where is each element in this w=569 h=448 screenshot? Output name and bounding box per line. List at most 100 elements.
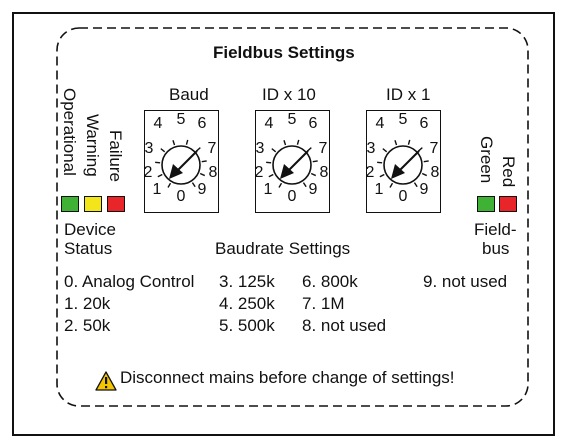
- dial-tick: [185, 139, 189, 145]
- dial-digit: 6: [198, 115, 207, 132]
- led-label-warning: Warning: [83, 114, 102, 177]
- led-label-operational: Operational: [60, 88, 79, 176]
- dial-digit: 6: [309, 115, 318, 132]
- dial-tick: [413, 182, 418, 188]
- dial-digit: 3: [367, 140, 376, 157]
- dial-digit: 4: [265, 115, 274, 132]
- baud-item: 6. 800k: [302, 272, 358, 291]
- dial-tick: [199, 172, 206, 177]
- led-label-failure: Failure: [106, 130, 125, 182]
- dial-tick: [394, 140, 398, 146]
- dial-digit: 7: [208, 140, 217, 157]
- switch-label-baud: Baud: [169, 85, 209, 104]
- dial-digit: 9: [420, 181, 429, 198]
- dial-digit: 8: [209, 164, 218, 181]
- dial-tick: [157, 173, 163, 178]
- fieldbus-status-line2: bus: [482, 239, 510, 258]
- device-status-line2: Status: [64, 239, 113, 258]
- dial-tick: [201, 160, 207, 163]
- baud-item: 5. 500k: [219, 316, 275, 335]
- dial-tick: [389, 182, 394, 188]
- dial-digit: 1: [153, 181, 162, 198]
- baud-item: 0. Analog Control: [64, 272, 195, 291]
- dial-tick: [160, 148, 166, 153]
- dial-digit: 4: [376, 115, 385, 132]
- dial-digit: 1: [264, 181, 273, 198]
- baud-item: 8. not used: [302, 316, 387, 335]
- dial-tick: [382, 148, 388, 153]
- dial-tick: [266, 161, 272, 164]
- dial-digit: 9: [309, 181, 318, 198]
- dial-tick: [268, 173, 274, 178]
- dial-tick: [421, 172, 428, 177]
- dial-tick: [172, 140, 176, 146]
- dial-tick: [167, 182, 172, 188]
- led-label-red: Red: [499, 156, 518, 188]
- dial-digit: 6: [420, 115, 429, 132]
- dial-digit: 0: [288, 188, 297, 205]
- baud-item: 2. 50k: [64, 316, 111, 335]
- led-failure: [107, 196, 125, 212]
- dial-tick: [155, 161, 161, 164]
- label-frame: [12, 12, 555, 436]
- dial-digit: 5: [288, 111, 297, 128]
- switch-label-id1: ID x 1: [386, 85, 431, 104]
- baudrate-title: Baudrate Settings: [215, 239, 351, 258]
- dial-tick: [191, 182, 196, 188]
- baud-item: 1. 20k: [64, 294, 111, 313]
- dial-tick: [407, 139, 411, 145]
- led-red: [499, 196, 517, 212]
- dial-tick: [307, 147, 312, 152]
- baud-item: 3. 125k: [219, 272, 275, 291]
- dial-pointer-head: [391, 164, 405, 179]
- fieldbus-status-line1: Field-: [474, 220, 517, 239]
- dial-digit: 0: [177, 188, 186, 205]
- dial-digit: 5: [399, 111, 408, 128]
- dial-tick: [377, 161, 383, 164]
- dial-digit: 1: [375, 181, 384, 198]
- warning-text: Disconnect mains before change of settin…: [120, 368, 455, 387]
- dial-tick: [418, 147, 423, 152]
- dial-digit: 8: [320, 164, 329, 181]
- dial-tick: [283, 140, 287, 146]
- dial-digit: 2: [144, 164, 153, 181]
- dial-digit: 3: [256, 140, 265, 157]
- dial-digit: 2: [255, 164, 264, 181]
- dial-tick: [423, 160, 429, 163]
- baud-item: 9. not used: [423, 272, 508, 291]
- dial-digit: 0: [399, 188, 408, 205]
- dial-tick: [310, 172, 317, 177]
- dial-digit: 4: [154, 115, 163, 132]
- led-warning: [84, 196, 102, 212]
- dial-digit: 7: [319, 140, 328, 157]
- dial-digit: 3: [145, 140, 154, 157]
- dial-digit: 8: [431, 164, 440, 181]
- dial-pointer-head: [280, 164, 294, 179]
- baud-item: 4. 250k: [219, 294, 275, 313]
- dial-tick: [379, 173, 385, 178]
- switch-label-id10: ID x 10: [262, 85, 316, 104]
- dial-tick: [278, 182, 283, 188]
- dial-tick: [271, 148, 277, 153]
- dial-tick: [296, 139, 300, 145]
- dial-digit: 7: [430, 140, 439, 157]
- dial-digit: 5: [177, 111, 186, 128]
- led-operational: [61, 196, 79, 212]
- dial-tick: [302, 182, 307, 188]
- led-green: [477, 196, 495, 212]
- panel-title: Fieldbus Settings: [213, 43, 355, 62]
- device-status-line1: Device: [64, 220, 116, 239]
- baud-item: 7. 1M: [302, 294, 345, 313]
- dial-tick: [312, 160, 318, 163]
- dial-digit: 2: [366, 164, 375, 181]
- dial-pointer-head: [169, 164, 183, 179]
- dial-tick: [196, 147, 201, 152]
- led-label-green: Green: [477, 136, 496, 184]
- dial-digit: 9: [198, 181, 207, 198]
